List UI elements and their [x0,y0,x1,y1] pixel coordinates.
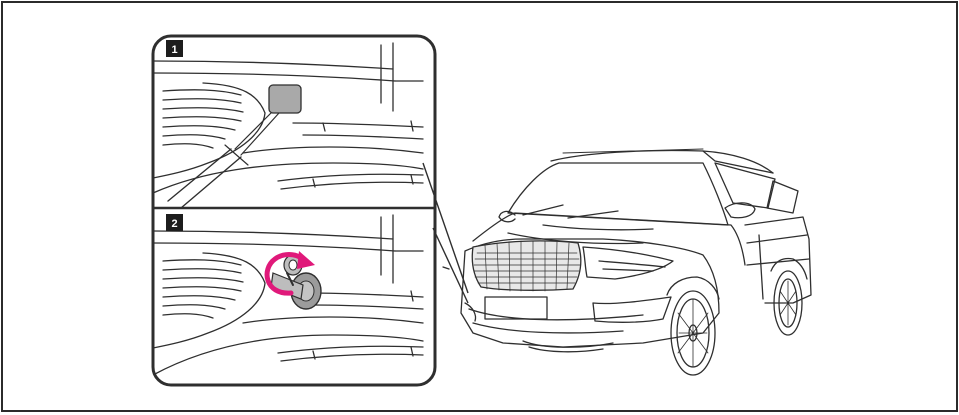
rear-wheel [771,259,807,336]
step-1-number: 1 [171,44,177,56]
windshield [508,163,728,225]
step-1-marker: 1 [166,40,183,57]
side-window-rear [767,181,798,213]
tow-hook-installation-diagram: 1 2 [3,3,959,415]
step-2-marker: 2 [166,214,183,231]
suv-illustration [443,149,811,375]
tow-hook-cover [269,85,301,113]
side-window-front [715,163,775,208]
side-mirror [725,203,755,218]
step-2-number: 2 [171,218,177,230]
front-wheel [667,277,719,375]
inset-panel: 1 2 [153,36,435,385]
